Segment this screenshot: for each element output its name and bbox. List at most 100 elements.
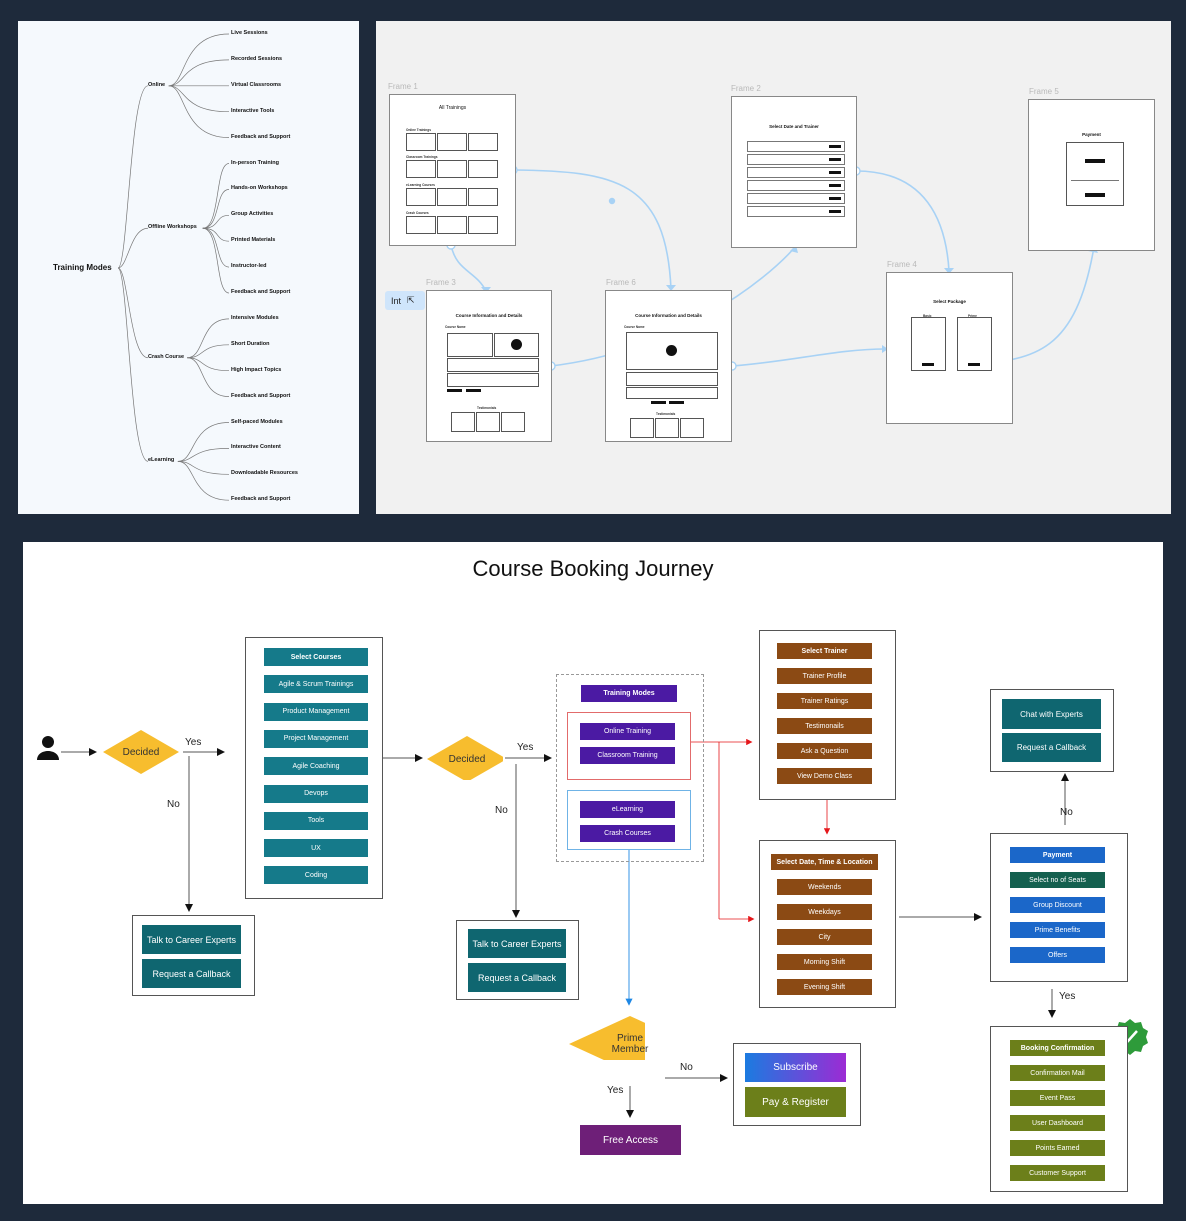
training-modes-header: Training Modes <box>581 685 677 702</box>
course-item[interactable]: Project Management <box>264 729 368 748</box>
frame-3-label: Frame 3 <box>426 278 456 287</box>
request-callback-button-1[interactable]: Request a Callback <box>142 959 241 988</box>
booking-option-item[interactable]: Confirmation Mail <box>1010 1065 1105 1081</box>
mindmap-leaf: Recorded Sessions <box>231 55 283 62</box>
frame-6-testimonials: Testimonials <box>656 412 676 416</box>
wire-card <box>655 418 679 438</box>
wire-row <box>747 180 845 191</box>
course-booking-journey: Course Booking Journey <box>23 542 1163 1204</box>
yes-label: Yes <box>185 737 202 748</box>
online-training-button[interactable]: Online Training <box>580 723 675 740</box>
package-basic-wire: Basic <box>911 314 946 371</box>
frame-3-course-name: Course Name <box>445 325 466 329</box>
course-item[interactable]: Product Management <box>264 702 368 721</box>
trainer-item[interactable]: Trainer Ratings <box>777 693 872 709</box>
mindmap-leaf: Intensive Modules <box>231 314 279 321</box>
date-option-item[interactable]: Evening Shift <box>777 979 872 995</box>
elearning-crash-group <box>567 790 691 850</box>
wire-row <box>747 167 845 178</box>
payment-option-item[interactable]: Group Discount <box>1010 897 1105 913</box>
mindmap-connectors <box>117 33 230 501</box>
booking-option-item[interactable]: Customer Support <box>1010 1165 1105 1181</box>
interaction-badge[interactable]: Int ⇱ <box>385 291 425 310</box>
booking-option-item[interactable]: Event Pass <box>1010 1090 1105 1106</box>
mindmap-leaf: Printed Materials <box>231 237 276 244</box>
wire-row <box>626 387 718 399</box>
frame-4-title: Select Package <box>933 299 966 304</box>
date-option-item[interactable]: Weekends <box>777 879 872 895</box>
mindmap-root: Training Modes <box>53 263 112 272</box>
course-item[interactable]: Agile & Scrum Trainings <box>264 675 368 694</box>
mindmap-leaf: Self-paced Modules <box>231 418 283 425</box>
wire-row <box>447 358 539 372</box>
talk-experts-button-1[interactable]: Talk to Career Experts <box>142 925 241 954</box>
request-callback-button-2[interactable]: Request a Callback <box>468 963 566 992</box>
payment-option-item[interactable]: Select no of Seats <box>1010 872 1105 888</box>
frame-1[interactable]: All Trainings Online Trainings Classroom… <box>389 94 516 246</box>
wireframe-canvas[interactable]: Frame 1 All Trainings Online Trainings C… <box>376 21 1171 514</box>
trainer-item[interactable]: Testimonails <box>777 718 872 734</box>
wire-button <box>466 389 481 392</box>
frame-5-title: Payment <box>1082 132 1101 137</box>
package-basic-label: Basic <box>923 314 932 318</box>
cursor-icon: ⇱ <box>407 295 415 305</box>
decided-2-diamond <box>427 736 503 780</box>
frame-4[interactable]: Select Package Basic Prime <box>886 272 1013 424</box>
frame-3[interactable]: Course Information and Details Course Na… <box>426 290 552 442</box>
chat-experts-button[interactable]: Chat with Experts <box>1002 699 1101 729</box>
wire-card <box>468 160 498 178</box>
mindmap-branch: eLearning <box>148 457 175 464</box>
trainer-item[interactable]: View Demo Class <box>777 768 872 784</box>
pay-register-button[interactable]: Pay & Register <box>745 1087 846 1117</box>
free-access-button[interactable]: Free Access <box>580 1125 681 1155</box>
trainer-item[interactable]: Trainer Profile <box>777 668 872 684</box>
wire-button <box>447 389 462 392</box>
course-item[interactable]: UX <box>264 839 368 858</box>
course-item[interactable]: Devops <box>264 784 368 803</box>
request-callback-button-3[interactable]: Request a Callback <box>1002 733 1101 762</box>
frame-3-title: Course Information and Details <box>455 313 523 318</box>
date-option-item[interactable]: Morning Shift <box>777 954 872 970</box>
trainer-item[interactable]: Ask a Question <box>777 743 872 759</box>
video-wire <box>494 333 539 357</box>
mindmap-leaf: Group Activities <box>231 211 274 218</box>
no-label-3: No <box>680 1062 693 1073</box>
course-item[interactable]: Coding <box>264 866 368 885</box>
course-item[interactable]: Tools <box>264 811 368 830</box>
elearning-button[interactable]: eLearning <box>580 801 675 818</box>
crash-courses-button[interactable]: Crash Courses <box>580 825 675 842</box>
frame-5[interactable]: Payment <box>1028 99 1155 251</box>
frame-1-section-classroom: Classroom Trainings <box>406 155 438 159</box>
wire-row <box>747 154 845 165</box>
mindmap-leaf: Interactive Tools <box>231 107 275 114</box>
training-modes-group <box>556 674 704 862</box>
date-option-item[interactable]: City <box>777 929 872 945</box>
payment-option-item[interactable]: Prime Benefits <box>1010 922 1105 938</box>
trainer-header: Select Trainer <box>777 643 872 659</box>
frame-2[interactable]: Select Date and Trainer <box>731 96 857 248</box>
wire-card <box>468 133 498 151</box>
course-item[interactable]: Agile Coaching <box>264 757 368 776</box>
payment-option-item[interactable]: Offers <box>1010 947 1105 963</box>
date-option-item[interactable]: Weekdays <box>777 904 872 920</box>
yes-label-3: Yes <box>607 1085 624 1096</box>
decided-1-diamond <box>103 730 179 774</box>
journey-title: Course Booking Journey <box>472 556 714 581</box>
frame-6[interactable]: Course Information and Details Course Na… <box>605 290 732 442</box>
talk-experts-button-2[interactable]: Talk to Career Experts <box>468 929 566 958</box>
classroom-training-button[interactable]: Classroom Training <box>580 747 675 764</box>
frame-6-title: Course Information and Details <box>635 313 702 318</box>
booking-option-item[interactable]: Points Earned <box>1010 1140 1105 1156</box>
mindmap-leaf: In-person Training <box>231 159 279 166</box>
mindmap-leaf: Feedback and Support <box>231 289 291 295</box>
mindmap-branch: Offline Workshops <box>148 224 197 231</box>
wire-card <box>451 412 475 432</box>
frame-6-course-name: Course Name <box>624 325 645 329</box>
booking-option-item[interactable]: User Dashboard <box>1010 1115 1105 1131</box>
mindmap-leaf: Hands-on Workshops <box>231 185 288 192</box>
subscribe-button[interactable]: Subscribe <box>745 1053 846 1082</box>
frame-4-label: Frame 4 <box>887 260 917 269</box>
frame-3-testimonials: Testimonials <box>477 406 497 410</box>
wire-card <box>406 133 436 151</box>
